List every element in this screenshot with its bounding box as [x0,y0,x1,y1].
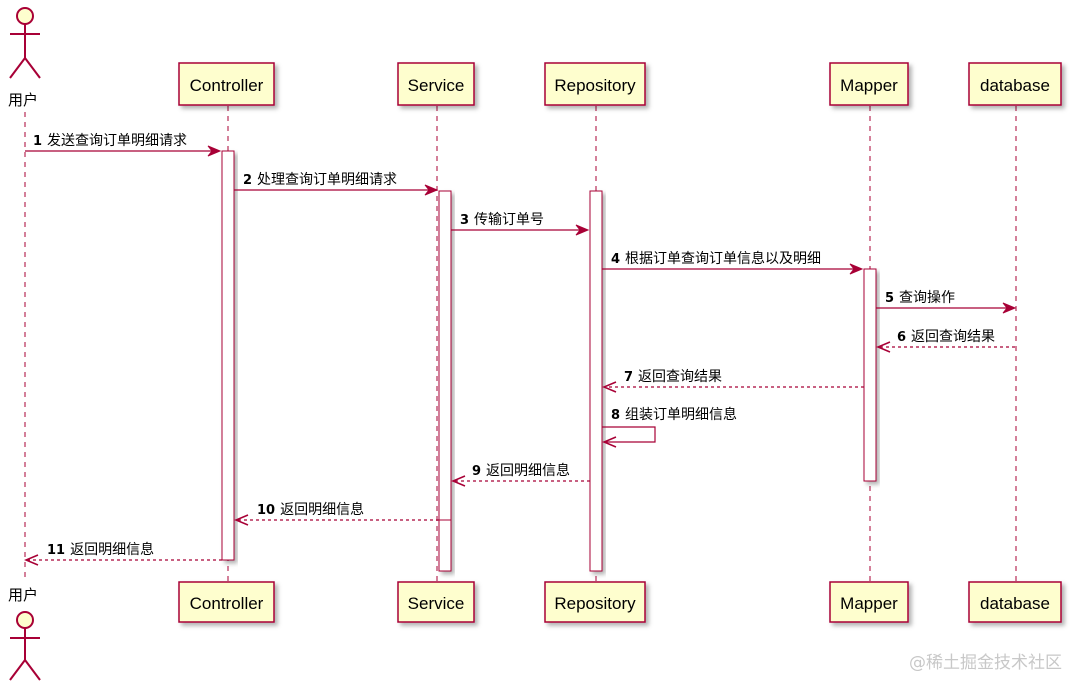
messages: 1 发送查询订单明细请求 2 处理查询订单明细请求 3 传输订单号 4 根据订单查询订单… [24,133,1017,566]
participant-label: Repository [554,76,636,95]
participant-repository-bottom: Repository [544,581,646,623]
message-3: 3 传输订单号 [451,212,590,236]
actor-stick-figure-icon [9,7,41,79]
actor-user-bottom: 用户 [8,586,41,681]
activation-repository [589,190,603,572]
message-label: 查询操作 [899,290,955,306]
message-4: 4 根据订单查询订单信息以及明细 [602,250,864,275]
message-6: 6 返回查询结果 [876,329,1015,353]
participant-service-bottom: Service [397,581,475,623]
message-number: 8 [611,408,620,423]
participant-label: Service [408,594,465,613]
actor-user-top: 用户 [8,7,41,109]
message-label: 返回查询结果 [911,329,995,345]
message-9: 9 返回明细信息 [451,462,590,487]
message-label: 根据订单查询订单信息以及明细 [625,250,821,267]
message-8: 8 组装订单明细信息 [602,406,737,448]
message-10: 10 返回明细信息 [234,501,439,526]
message-number: 11 [47,543,65,558]
message-number: 9 [472,464,481,479]
message-1: 1 发送查询订单明细请求 [25,133,222,157]
message-number: 4 [611,252,620,267]
participant-label: Controller [190,594,264,613]
message-number: 2 [243,173,252,188]
participant-database-top: database [968,62,1062,106]
activation-service-inner [438,190,452,521]
actor-label: 用户 [8,91,38,109]
participant-label: Repository [554,594,636,613]
message-label: 返回明细信息 [280,501,364,518]
message-7: 7 返回查询结果 [602,369,864,393]
participant-controller-top: Controller [178,62,275,106]
participant-controller-bottom: Controller [178,581,275,623]
message-number: 1 [33,134,42,149]
message-number: 5 [885,291,894,306]
participant-database-bottom: database [968,581,1062,623]
participant-label: database [980,594,1050,613]
participant-service-top: Service [397,62,475,106]
watermark: @稀土掘金技术社区 [909,653,1062,673]
message-number: 6 [897,330,906,345]
message-number: 7 [624,370,633,385]
participant-repository-top: Repository [544,62,646,106]
message-label: 返回明细信息 [70,541,154,558]
message-11: 11 返回明细信息 [24,541,222,566]
activation-mapper [863,268,877,482]
participant-label: Mapper [840,76,898,95]
message-label: 返回查询结果 [638,369,722,385]
participant-mapper-bottom: Mapper [829,581,909,623]
lifelines [24,106,1017,582]
message-label: 传输订单号 [474,212,544,228]
message-label: 发送查询订单明细请求 [47,133,187,149]
message-label: 处理查询订单明细请求 [257,172,397,188]
message-number: 10 [257,503,275,518]
message-number: 3 [460,213,469,228]
participants-bottom: Controller Service Repository Mapper dat… [178,581,1062,623]
message-label: 返回明细信息 [486,462,570,479]
participant-label: Controller [190,76,264,95]
activation-bars [221,150,877,572]
actor-stick-figure-icon [9,611,41,681]
participants-top: Controller Service Repository Mapper dat… [178,62,1062,106]
participant-label: database [980,76,1050,95]
participant-mapper-top: Mapper [829,62,909,106]
message-2: 2 处理查询订单明细请求 [234,172,439,196]
actor-label: 用户 [8,586,38,604]
message-label: 组装订单明细信息 [625,406,737,423]
participant-label: Service [408,76,465,95]
participant-label: Mapper [840,594,898,613]
message-5: 5 查询操作 [876,290,1017,314]
activation-controller [221,150,235,561]
